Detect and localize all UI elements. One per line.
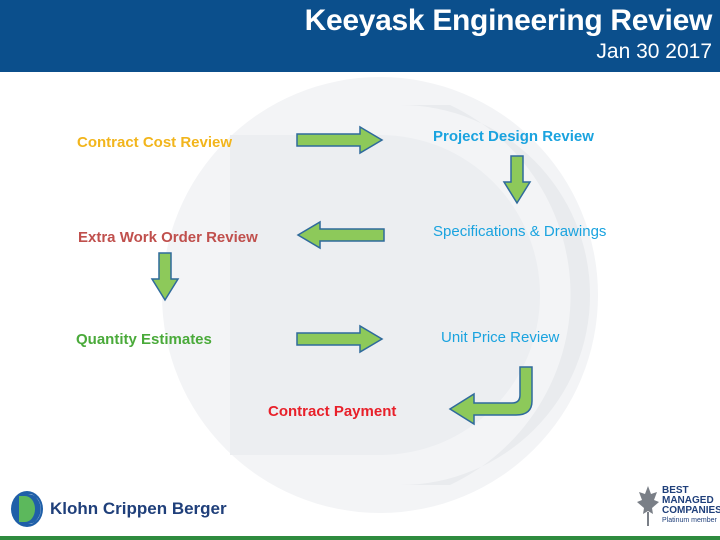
company-name: Klohn Crippen Berger: [50, 499, 227, 518]
header-bar: Keeyask Engineering Review Jan 30 2017: [0, 0, 720, 72]
node-specifications-drawings: Specifications & Drawings: [433, 223, 607, 240]
page-title: Keeyask Engineering Review: [304, 4, 713, 37]
arrow-right-2: [296, 324, 384, 354]
arrow-right-1: [296, 125, 384, 155]
node-contract-cost-review: Contract Cost Review: [77, 134, 233, 151]
node-extra-work-order-review: Extra Work Order Review: [78, 229, 258, 246]
arrow-left-1: [296, 220, 385, 250]
badge-line-1: BEST: [662, 485, 689, 496]
arrow-curved-return: [448, 366, 533, 426]
badge-line-2: MANAGED: [662, 495, 714, 506]
maple-leaf-icon: [637, 486, 659, 526]
best-managed-badge: BEST MANAGED COMPANIES Platinum member: [662, 486, 720, 526]
node-quantity-estimates: Quantity Estimates: [76, 331, 212, 348]
node-contract-payment: Contract Payment: [268, 403, 397, 420]
page-date: Jan 30 2017: [596, 40, 712, 63]
arrow-down-1: [502, 155, 532, 205]
node-project-design-review: Project Design Review: [433, 128, 594, 145]
arrow-down-2: [150, 252, 180, 302]
kcb-logo-icon: [11, 491, 43, 527]
badge-line-4: Platinum member: [662, 517, 717, 524]
footer-bar: [0, 536, 720, 540]
node-unit-price-review: Unit Price Review: [441, 329, 560, 346]
badge-line-3: COMPANIES: [662, 505, 720, 516]
